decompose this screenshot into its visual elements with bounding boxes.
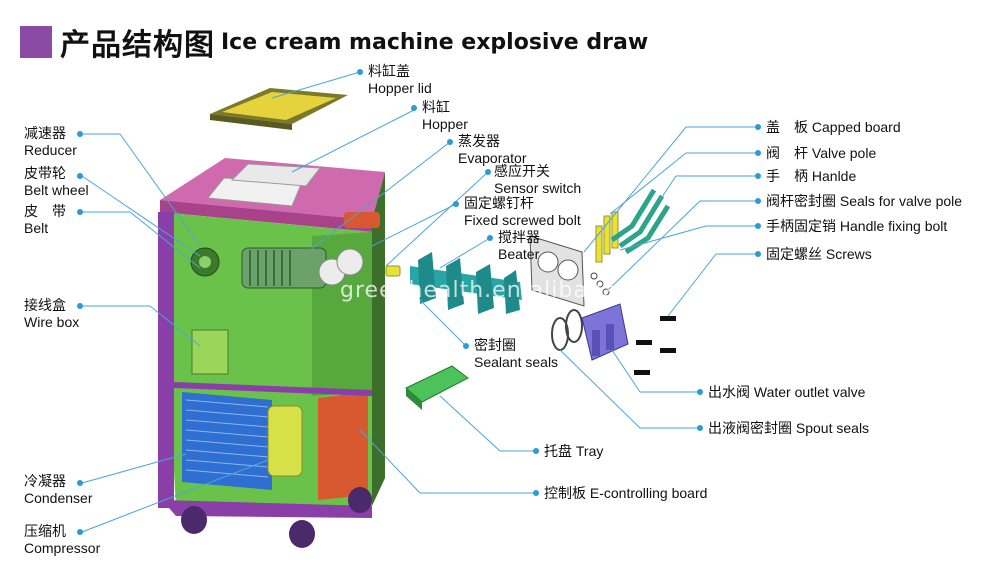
label-sealant-seals: 密封圈 Sealant seals: [474, 338, 559, 370]
valve-seals-part: [590, 272, 610, 296]
label-spout-seals: 出液阀密封圈 Spout seals: [708, 420, 870, 437]
sensor-switch-part: [385, 265, 401, 277]
machine-body: [158, 158, 385, 548]
label-belt: 皮 带 Belt: [24, 204, 66, 236]
title-english: Ice cream machine explosive draw: [221, 29, 649, 55]
label-fixed-screwed-bolt: 固定螺钉杆 Fixed screwed bolt: [464, 196, 581, 228]
label-reducer: 减速器 Reducer: [24, 126, 77, 158]
screws-part: [634, 316, 676, 375]
label-e-controlling-board: 控制板 E-controlling board: [544, 485, 708, 502]
label-seals-for-valve-pole: 阀杆密封圈 Seals for valve pole: [766, 193, 963, 210]
label-hopper: 料缸 Hopper: [422, 100, 468, 132]
label-condenser: 冷凝器 Condenser: [24, 474, 93, 506]
label-compressor: 压缩机 Compressor: [24, 524, 101, 556]
label-handle: 手 柄 Hanlde: [766, 168, 857, 185]
title-block: 产品结构图 Ice cream machine explosive draw: [20, 22, 649, 63]
title-chinese: 产品结构图: [60, 28, 215, 63]
label-evaporator: 蒸发器 Evaporator: [458, 134, 527, 166]
hopper-lid-part: [210, 88, 348, 130]
label-capped-board: 盖 板 Capped board: [766, 119, 901, 136]
label-valve-pole: 阀 杆 Valve pole: [766, 145, 877, 162]
leader-lines: [81, 71, 756, 533]
label-dots: [77, 69, 761, 535]
label-belt-wheel: 皮带轮 Belt wheel: [24, 166, 89, 198]
valve-poles-part: [595, 211, 619, 263]
label-wire-box: 接线盒 Wire box: [24, 298, 80, 330]
label-tray: 托盘 Tray: [544, 443, 604, 460]
label-hopper-lid: 料缸盖 Hopper lid: [368, 64, 432, 96]
label-sensor-switch: 感应开关 Sensor switch: [494, 164, 582, 196]
beater-part: [410, 252, 522, 314]
tray-part: [405, 365, 469, 410]
water-outlet-valve-part: [581, 303, 629, 361]
handles-part: [610, 188, 671, 255]
watermark: greenhealth.en.alibaba.com: [340, 278, 676, 303]
title-square-icon: [20, 26, 52, 58]
capped-board-part: [529, 235, 585, 307]
label-handle-fixing-bolt: 手柄固定销 Handle fixing bolt: [766, 218, 948, 235]
label-water-outlet-valve: 出水阀 Water outlet valve: [708, 384, 866, 401]
label-screws: 固定螺丝 Screws: [766, 246, 872, 263]
label-beater: 搅拌器 Beater: [498, 230, 540, 262]
